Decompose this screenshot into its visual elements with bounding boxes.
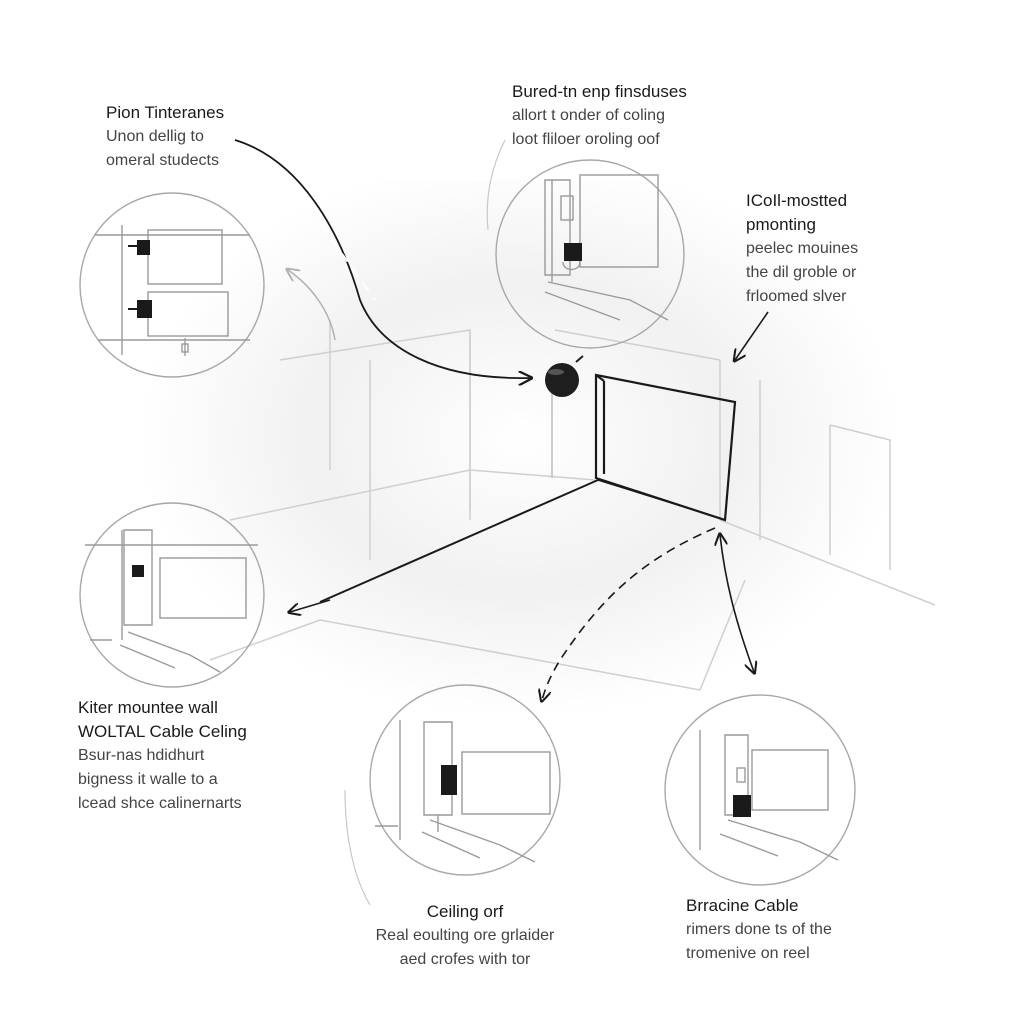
arrow-right: [735, 311, 769, 360]
callout-bottom-center-title: Ceiling orf: [426, 902, 504, 921]
callout-right-line-2: the dil groble or: [746, 264, 857, 281]
junction-box-icon: [441, 765, 457, 795]
callout-bottom-right-title: Brracine Cable: [686, 896, 799, 915]
mount-block-icon: [564, 243, 582, 261]
callout-right: ICoIl-mostted pmonting peelec mouines th…: [746, 189, 858, 309]
arrow-top-left-dash: [299, 194, 376, 301]
leader-bottom-left: [344, 789, 371, 906]
callout-top-center-line-2: loot fliloer oroling oof: [512, 131, 660, 148]
room-sketch: [209, 320, 936, 691]
ceiling-fixture-icon: [545, 355, 584, 397]
callout-bottom-right-line-1: rimers done ts of the: [686, 921, 832, 938]
callout-left-line-2: bigness it walle to a: [78, 771, 218, 788]
callout-top-center-line-1: allort t onder of coling: [512, 107, 665, 124]
callout-bottom-center: Ceiling orf Real eoulting ore grlaider a…: [350, 900, 580, 972]
detail-circle-bottom-center: [369, 684, 561, 876]
wall-switch-icon: [132, 565, 144, 577]
callout-top-left-title: Pion Tinteranes: [106, 103, 225, 122]
callout-left-title-2: WOLTAL Cable Celing: [78, 722, 247, 741]
callout-right-line-3: frloomed slver: [746, 288, 847, 305]
bracket-icon: [128, 240, 152, 318]
leader-top-center: [486, 139, 506, 231]
callout-left-line-3: lcead shce calinernarts: [78, 795, 242, 812]
arrow-bottom-right: [720, 535, 754, 672]
callout-top-center: Bured-tn enp finsduses allort t onder of…: [512, 80, 687, 152]
callout-left-title: Kiter mountee wall: [78, 698, 218, 717]
callout-top-left-line-2: omeral studects: [106, 152, 219, 169]
arrow-left: [290, 599, 331, 612]
background-vignette: [140, 180, 900, 740]
arrow-light-upleft: [288, 270, 336, 341]
panel-floor-edge: [597, 479, 727, 521]
callout-left-line-1: Bsur-nas hdidhurt: [78, 747, 205, 764]
detail-circle-top-center: [495, 159, 685, 349]
callout-bottom-right-line-2: tromenive on reel: [686, 945, 810, 962]
callout-bottom-center-line-2: aed crofes with tor: [399, 951, 531, 968]
callout-bottom-right: Brracine Cable rimers done ts of the tro…: [686, 894, 832, 966]
callout-right-title-2: pmonting: [746, 215, 816, 234]
arrow-top-left: [234, 139, 530, 378]
callout-left: Kiter mountee wall WOLTAL Cable Celing B…: [78, 696, 247, 816]
callout-top-center-title: Bured-tn enp finsduses: [512, 82, 687, 101]
cable-bracket-icon: [733, 795, 751, 817]
callout-bottom-center-line-1: Real eoulting ore grlaider: [375, 927, 555, 944]
detail-circle-left: [79, 502, 265, 688]
callout-top-left-line-1: Unon dellig to: [106, 128, 204, 145]
floor-baseline: [319, 479, 599, 603]
callout-top-left: Pion Tinteranes Unon dellig to omeral st…: [106, 101, 224, 173]
callout-right-line-1: peelec mouines: [746, 240, 859, 257]
callout-right-title: ICoIl-mostted: [746, 191, 848, 210]
arrow-bottom-center: [542, 527, 716, 700]
